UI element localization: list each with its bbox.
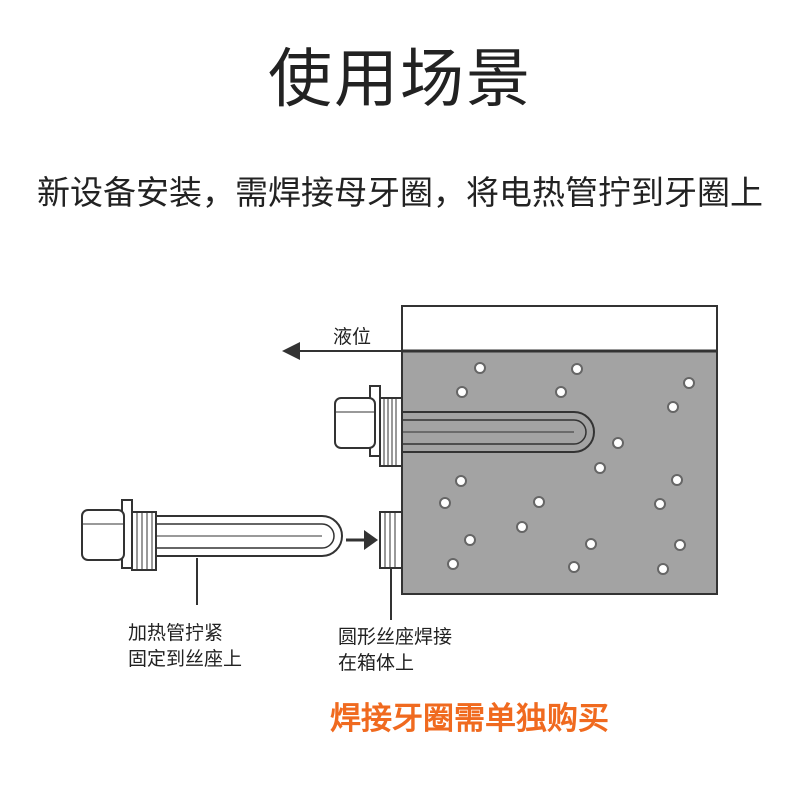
bubble — [657, 563, 669, 575]
liquid-level-label: 液位 — [333, 326, 372, 348]
bubble — [456, 386, 468, 398]
bubble — [474, 362, 486, 374]
tighten-label: 加热管拧紧 固定到丝座上 — [128, 620, 242, 672]
bubble — [671, 474, 683, 486]
weld-label-line1: 圆形丝座焊接 — [338, 626, 453, 648]
bubbles — [439, 362, 695, 575]
bubble — [464, 534, 476, 546]
installed-heater — [334, 385, 595, 467]
bubble — [533, 496, 545, 508]
bubble — [667, 401, 679, 413]
weld-label: 圆形丝座焊接 在箱体上 — [338, 624, 452, 676]
liquid-level-arrow — [282, 342, 402, 360]
purchase-notice: 焊接牙圈需单独购买 — [330, 701, 609, 737]
weld-socket — [379, 511, 403, 569]
bubble — [439, 497, 451, 509]
bubble — [585, 538, 597, 550]
bubble — [612, 437, 624, 449]
water-tank — [401, 305, 718, 595]
weld-label-line2: 在箱体上 — [338, 652, 415, 674]
bubble — [571, 363, 583, 375]
bubble — [683, 377, 695, 389]
bubble — [455, 475, 467, 487]
bubble — [516, 521, 528, 533]
bubble — [654, 498, 666, 510]
bubble — [555, 386, 567, 398]
tighten-label-line2: 固定到丝座上 — [128, 648, 243, 670]
bubble — [674, 539, 686, 551]
bubble — [568, 561, 580, 573]
tighten-label-line1: 加热管拧紧 — [128, 622, 224, 644]
bubble — [594, 462, 606, 474]
page-subtitle: 新设备安装，需焊接母牙圈，将电热管拧到牙圈上 — [37, 173, 763, 212]
insert-arrow — [346, 530, 378, 550]
loose-heater — [81, 499, 343, 571]
page-title: 使用场景 — [268, 43, 532, 117]
bubble — [447, 558, 459, 570]
